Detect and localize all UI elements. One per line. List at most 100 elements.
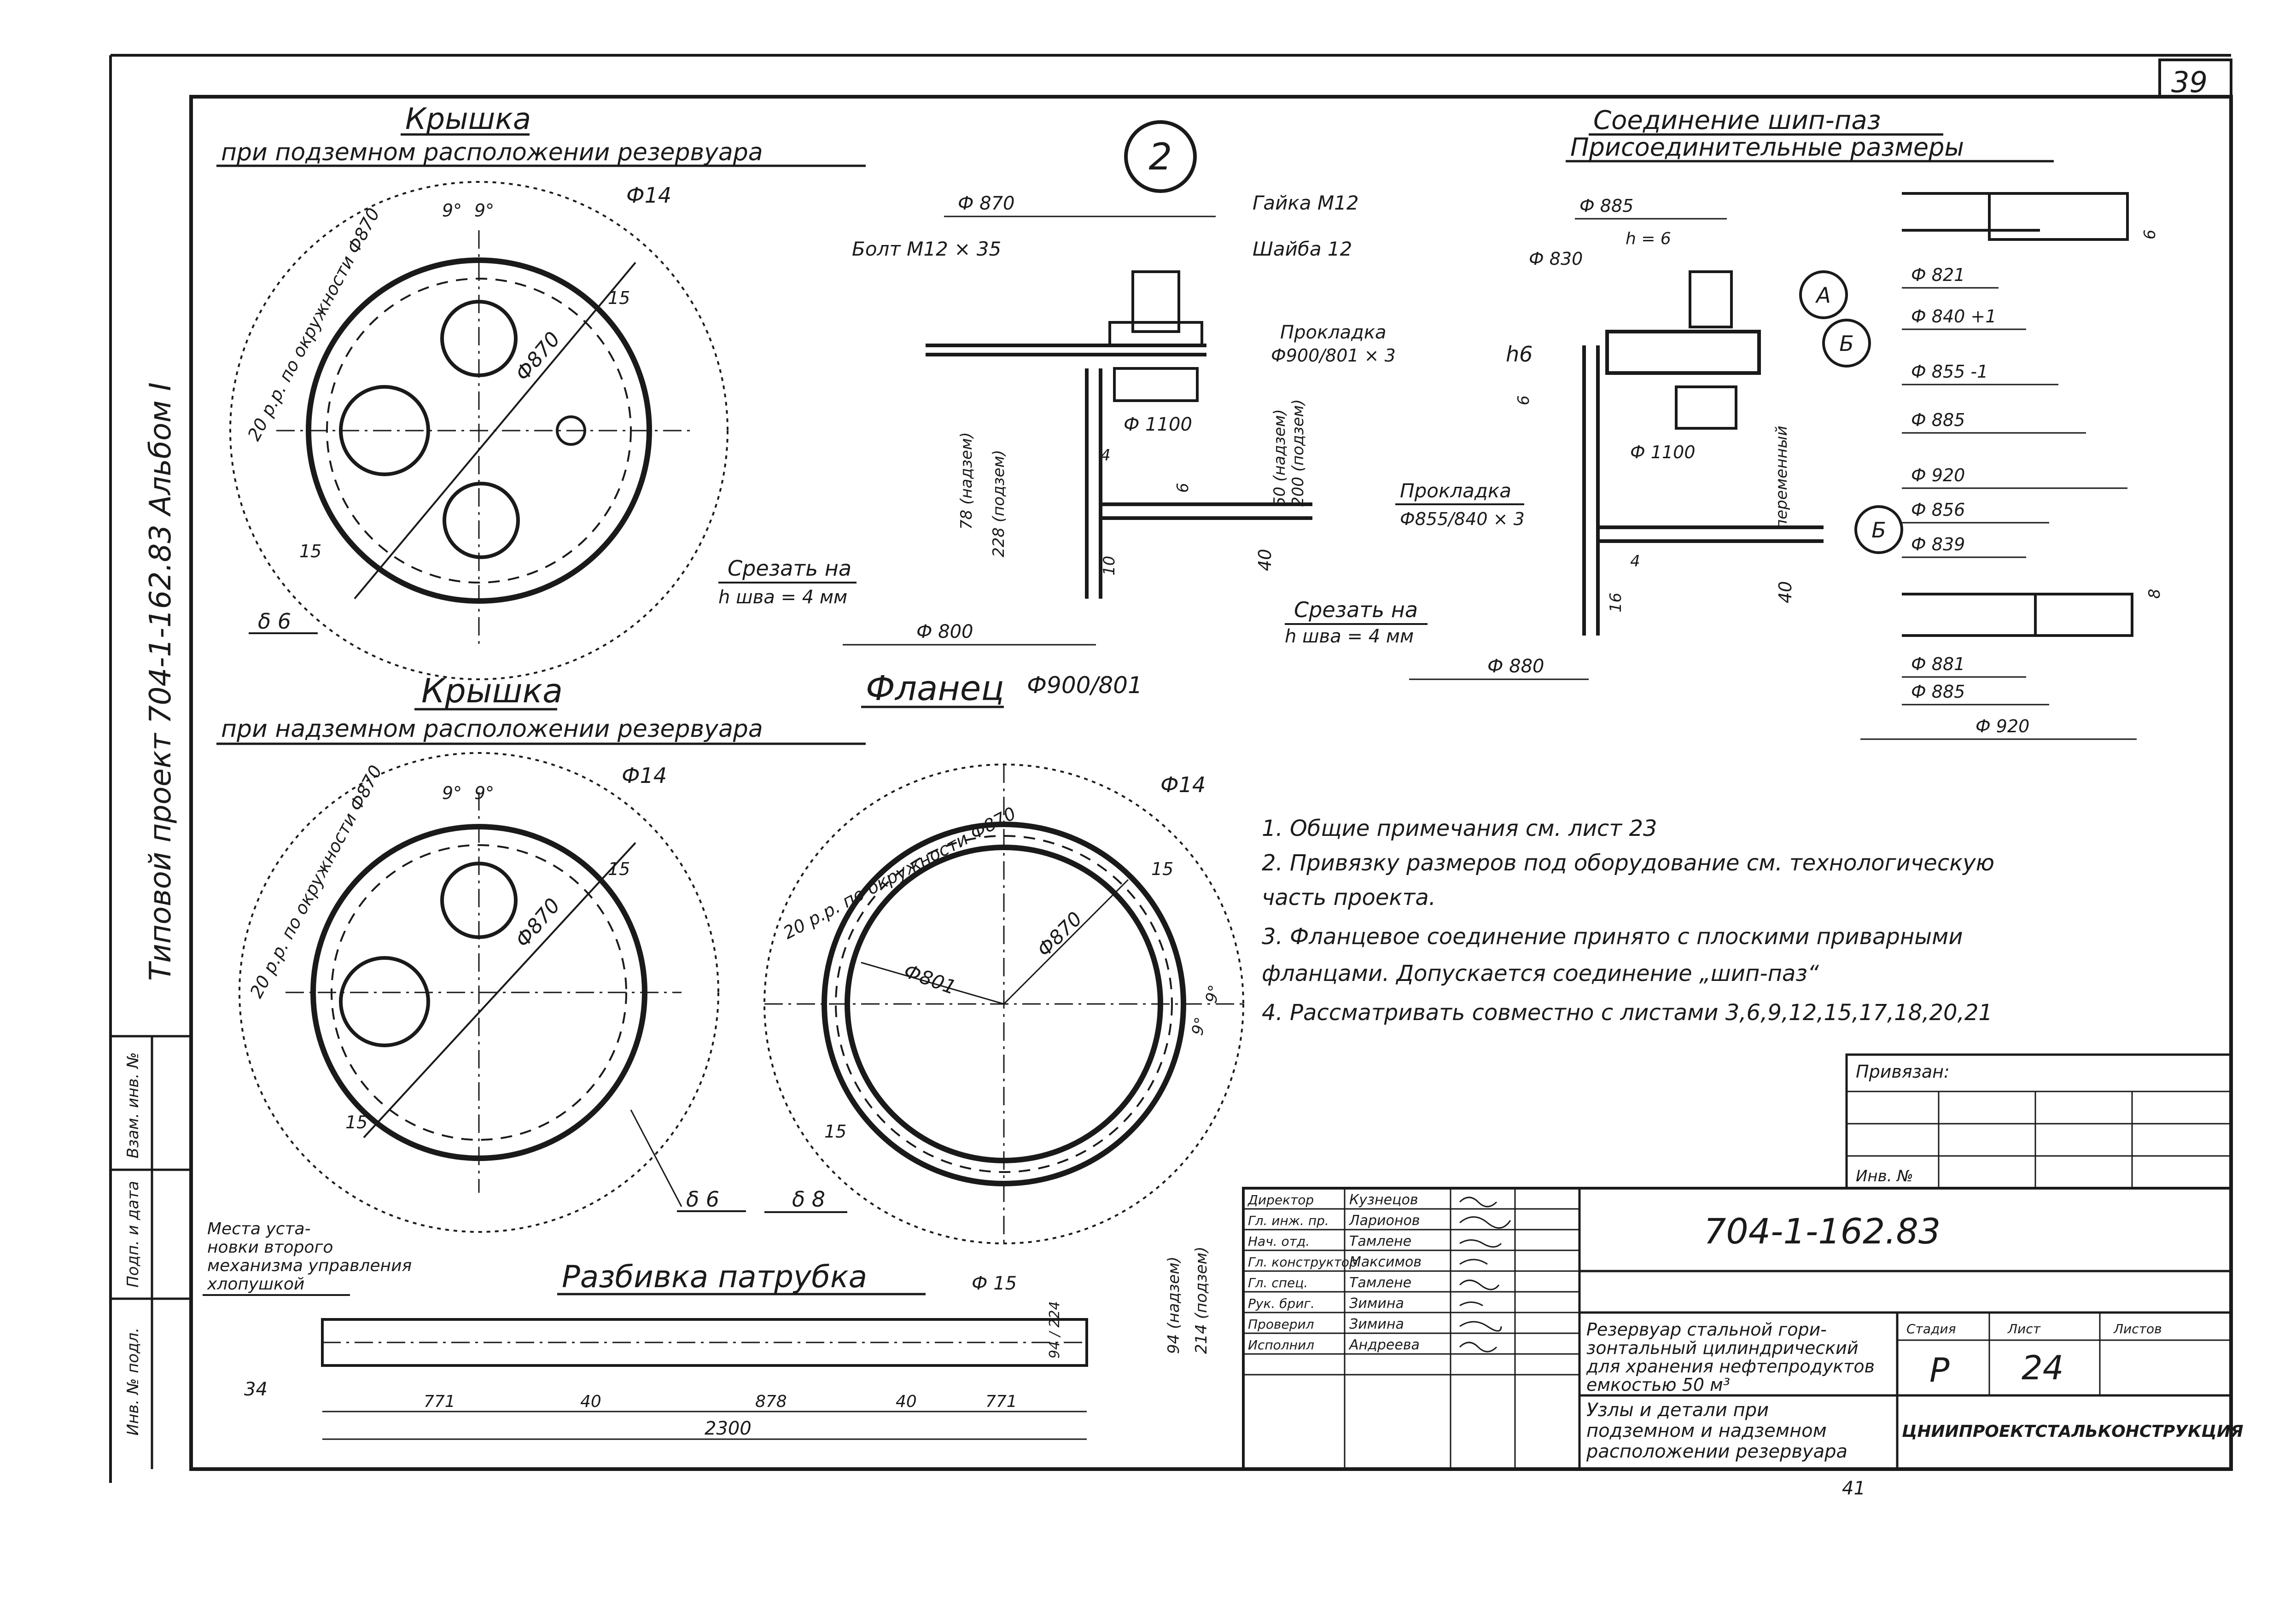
nozzle-seg-1: 771 — [424, 1392, 455, 1411]
lid-aboveground-angle-1: 9° — [442, 783, 462, 803]
nozzle-seg-4: 40 — [896, 1392, 917, 1411]
lid-underground-dim-15: 15 — [608, 288, 630, 308]
detail-marker-circle — [1124, 120, 1197, 193]
nozzle-hole-dia: Ф 15 — [972, 1273, 1017, 1294]
lid-aboveground-subtitle: при надземном расположении резервуара — [221, 715, 763, 743]
stamp-role-6: Рук. бриг. — [1248, 1296, 1315, 1311]
flange-dia-870: Ф 870 — [958, 193, 1015, 214]
tg-dia-830: Ф 830 — [1529, 249, 1583, 269]
ring-inner-dia: Ф801 — [901, 959, 959, 999]
lid-aboveground-view: Крышка при надземном расположении резерв… — [216, 671, 866, 1233]
detail-a-dia-855: Ф 855 -1 — [1911, 362, 1988, 382]
stamp-name-1: Кузнецов — [1349, 1192, 1418, 1208]
nozzle-hole-note-1: Места уста- — [207, 1219, 311, 1238]
lid-aboveground-dim-15: 15 — [608, 859, 630, 879]
stamp-name-8: Андреева — [1348, 1337, 1420, 1353]
lid-aboveground-dim-15b: 15 — [345, 1112, 367, 1132]
lid-underground-hole-dia: Ф14 — [626, 183, 671, 208]
detail-b-dia-920: Ф 920 — [1975, 716, 2029, 736]
nozzle-dim-34: 34 — [244, 1379, 268, 1400]
lid-underground-subtitle: при подземном расположении резервуара — [221, 139, 763, 166]
stamp-privyazan: Привязан: — [1856, 1062, 1950, 1082]
detail-b-dia-839: Ф 839 — [1911, 534, 1965, 554]
margin-col-1: Взам. инв. № — [124, 1052, 142, 1159]
detail-a-dia-885: Ф 885 — [1911, 410, 1965, 430]
stamp-org: ЦНИИПРОЕКТСТАЛЬКОНСТРУКЦИЯ — [1902, 1422, 2244, 1441]
tg-dia-885: Ф 885 — [1579, 196, 1633, 216]
stamp-desc-3: расположении резервуара — [1586, 1441, 1847, 1462]
tg-dia-880: Ф 880 — [1487, 656, 1544, 677]
tg-gasket: Прокладка — [1400, 479, 1511, 502]
flange-title: Фланец — [866, 669, 1004, 708]
ring-dim-15: 15 — [1151, 859, 1173, 879]
note-4: 4. Рассматривать совместно с листами 3,6… — [1262, 1000, 1993, 1026]
nozzle-dim-94: 94 (надзем) — [1165, 1256, 1183, 1354]
flange-dim-50: 50 (надзем) — [1270, 409, 1289, 507]
margin-col-3: Инв. № подл. — [124, 1328, 142, 1436]
tg-title: Соединение шип-паз — [1593, 105, 1881, 135]
detail-marker: 2 — [1149, 135, 1172, 178]
detail-b-dim-8: 8 — [2145, 589, 2164, 599]
flange-washer: Шайба 12 — [1253, 238, 1352, 260]
nozzle-seg-5: 771 — [985, 1392, 1017, 1411]
lid-underground-title: Крышка — [405, 102, 531, 136]
tg-h6-label: h = 6 — [1626, 229, 1671, 248]
stamp-name-4: Максимов — [1349, 1254, 1422, 1270]
flange-gasket-size: Ф900/801 × 3 — [1271, 345, 1396, 366]
stamp-name-5: Тамлене — [1349, 1275, 1411, 1291]
stamp-code: 704-1-162.83 — [1704, 1211, 1941, 1252]
flange-bolt: Болт М12 × 35 — [852, 238, 1001, 260]
lid-aboveground-angle-2: 9° — [474, 783, 494, 803]
tg-dia-1100: Ф 1100 — [1630, 442, 1696, 462]
lid-aboveground-circle-dia: Ф870 — [511, 894, 565, 952]
tg-dim-4: 4 — [1630, 552, 1640, 571]
stamp-role-1: Директор — [1247, 1192, 1314, 1208]
tg-gasket-size: Ф855/840 × 3 — [1400, 509, 1525, 529]
detail-b-dia-881: Ф 881 — [1911, 654, 1965, 674]
flange-dia-800: Ф 800 — [916, 621, 973, 642]
flange-gasket: Прокладка — [1280, 322, 1387, 343]
nozzle-total: 2300 — [705, 1418, 752, 1439]
flange-cut-note-2: h шва = 4 мм — [718, 587, 847, 608]
nozzle-title: Разбивка патрубка — [562, 1259, 867, 1295]
note-3b: фланцами. Допускается соединение „шип-па… — [1262, 961, 1819, 986]
sheet-number-box — [2158, 58, 2232, 98]
sheet-number: 39 — [2171, 65, 2208, 99]
nozzle-dim-94-224: 94 / 224 — [1047, 1301, 1063, 1359]
lid-aboveground-hole-dia: Ф14 — [622, 763, 667, 788]
stamp-role-4: Гл. конструктор — [1248, 1254, 1358, 1270]
lid-underground-angle-1: 9° — [442, 200, 462, 221]
detail-a-dim-6: 6 — [2141, 229, 2159, 239]
detail-b-dia-856: Ф 856 — [1911, 500, 1965, 520]
note-2b: часть проекта. — [1262, 885, 1436, 910]
margin-title-vertical: Типовой проект 704-1-162.83 Альбом I — [144, 382, 178, 981]
lid-underground-bolt-note: 20 р.р. по окружности Ф870 — [244, 204, 384, 444]
detail-b-view: Б Ф 856 Ф 839 8 Ф 881 Ф 885 Ф 920 — [1854, 500, 2164, 740]
stamp-role-3: Нач. отд. — [1248, 1234, 1310, 1249]
stamp-sheets-label: Листов — [2113, 1321, 2162, 1336]
note-2: 2. Привязку размеров под оборудование см… — [1262, 850, 1994, 876]
tg-dim-40: 40 — [1775, 581, 1795, 603]
stamp-role-5: Гл. спец. — [1248, 1275, 1308, 1290]
ring-thickness: δ 8 — [792, 1187, 825, 1212]
tg-dim-6: 6 — [1515, 395, 1533, 405]
nozzle-seg-2: 40 — [580, 1392, 601, 1411]
flange-section-view: Ф 870 Гайка М12 Шайба 12 Болт М12 × 35 П… — [718, 192, 1396, 708]
footer-note: 41 — [1842, 1478, 1865, 1499]
stamp-stage: Р — [1929, 1351, 1950, 1389]
stamp-role-7: Проверил — [1248, 1317, 1314, 1332]
ring-angle-2: 9° — [1202, 983, 1224, 1005]
flange-title-dims: Ф900/801 — [1027, 672, 1142, 699]
nozzle-hole-note-2: новки второго — [207, 1238, 333, 1257]
flange-dia-1100: Ф 1100 — [1124, 414, 1192, 435]
stamp-inv-no: Инв. № — [1856, 1167, 1913, 1185]
margin-col-2: Подп. и дата — [124, 1181, 142, 1288]
flange-dim-200: 200 (подзем) — [1289, 399, 1307, 507]
note-1: 1. Общие примечания см. лист 23 — [1262, 816, 1657, 841]
ring-angle-1: 9° — [1188, 1015, 1211, 1038]
ring-hole-dia: Ф14 — [1160, 772, 1206, 797]
stamp-sheet: 24 — [2022, 1348, 2064, 1387]
lid-underground-dim-15b: 15 — [299, 541, 321, 561]
signatures — [1459, 1196, 1511, 1353]
